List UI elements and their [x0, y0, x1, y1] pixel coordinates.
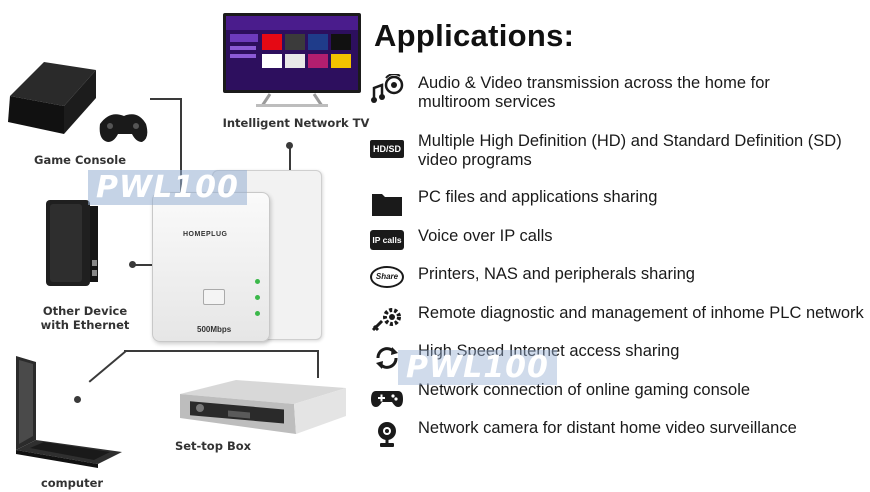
label-computer: computer	[40, 476, 104, 490]
watermark-right: PWL100	[398, 350, 557, 385]
network-tv	[222, 12, 362, 108]
app-text-files: PC files and applications sharing	[418, 188, 658, 206]
app-text-camera: Network camera for distant home video su…	[418, 419, 797, 437]
laptop-illustration	[16, 356, 122, 468]
remote-diagnostic-icon	[371, 308, 401, 332]
wire-other-end	[129, 261, 136, 268]
homeplug-adapter: HOMEPLUG 500Mbps	[152, 192, 270, 342]
app-text-remote: Remote diagnostic and management of inho…	[418, 304, 864, 322]
gamepad-icon	[371, 391, 403, 407]
power-led-icon	[255, 279, 260, 284]
stb-illustration	[180, 380, 346, 434]
wire-bottom-h	[124, 350, 319, 352]
modem-illustration	[46, 200, 98, 286]
app-text-internet: High Speed Internet access sharing	[418, 342, 680, 360]
app-item-gaming: Network connection of online gaming cons…	[370, 381, 865, 407]
app-item-hd-sd: HD/SD Multiple High Definition (HD) and …	[370, 132, 865, 172]
label-tv: Intelligent Network TV	[222, 116, 370, 130]
app-text-voip: Voice over IP calls	[418, 227, 553, 245]
wire-console	[150, 98, 182, 100]
hd-sd-icon: HD/SD	[370, 140, 404, 158]
app-item-share: Share Printers, NAS and peripherals shar…	[370, 265, 865, 291]
game-console	[4, 60, 149, 150]
app-item-internet: High Speed Internet access sharing	[370, 342, 865, 369]
tv-illustration	[223, 13, 361, 107]
label-console: Game Console	[34, 153, 126, 167]
app-item-remote: Remote diagnostic and management of inho…	[370, 304, 865, 332]
plc-led-icon	[255, 311, 260, 316]
folder-icon	[372, 194, 402, 216]
share-icon: Share	[370, 266, 404, 288]
ethernet-led-icon	[255, 295, 260, 300]
adapter-brand: HOMEPLUG	[183, 231, 228, 238]
wire-console-v	[180, 98, 182, 193]
internet-sharing-icon	[376, 347, 398, 369]
wire-other	[132, 264, 156, 266]
app-text-share: Printers, NAS and peripherals sharing	[418, 265, 695, 283]
wire-tv-end	[286, 142, 293, 149]
wire-stb	[317, 350, 319, 378]
computer	[10, 352, 126, 468]
watermark-left: PWL100	[88, 170, 247, 205]
wire-computer-end	[74, 396, 81, 403]
audio-video-icon	[371, 74, 404, 103]
adapter-speed: 500Mbps	[197, 325, 232, 334]
ip-calls-icon: IP calls	[370, 230, 404, 250]
app-item-files: PC files and applications sharing	[370, 188, 865, 216]
label-other-device: Other Device with Ethernet	[40, 304, 130, 332]
pair-button[interactable]	[203, 289, 225, 305]
app-item-camera: Network camera for distant home video su…	[370, 419, 865, 447]
console-illustration	[8, 62, 148, 142]
webcam-icon	[378, 422, 396, 447]
applications-title: Applications:	[374, 18, 575, 53]
app-text-av: Audio & Video transmission across the ho…	[418, 74, 770, 111]
app-item-av: Audio & Video transmission across the ho…	[370, 74, 865, 114]
app-item-voip: IP calls Voice over IP calls	[370, 227, 865, 253]
app-text-gaming: Network connection of online gaming cons…	[418, 381, 751, 399]
ethernet-device	[42, 196, 102, 288]
label-stb: Set-top Box	[174, 439, 252, 453]
app-text-hd-sd: Multiple High Definition (HD) and Standa…	[418, 132, 842, 169]
set-top-box	[176, 378, 348, 438]
